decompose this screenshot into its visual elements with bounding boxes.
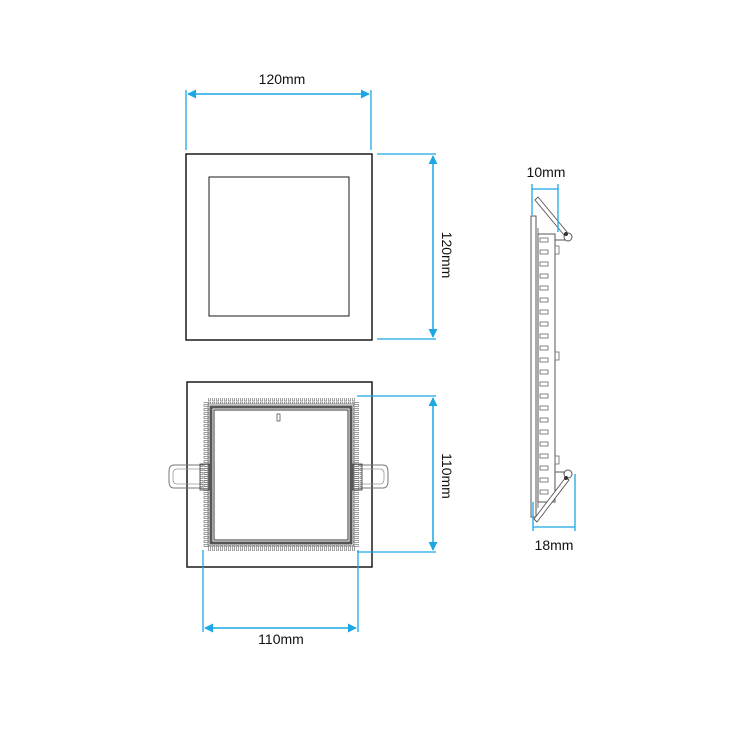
left-spring-clip bbox=[168, 463, 210, 491]
side-top-label: 10mm bbox=[527, 164, 566, 180]
heatsink-teeth-top bbox=[207, 398, 355, 404]
back-outer-frame bbox=[186, 381, 373, 568]
side-bottom-dimension: 18mm bbox=[532, 474, 576, 553]
side-front-plate bbox=[530, 215, 537, 518]
back-height-label: 110mm bbox=[439, 453, 455, 499]
front-width-dimension: 120mm bbox=[185, 71, 372, 150]
back-height-dimension: 110mm bbox=[357, 395, 455, 553]
front-height-dimension: 120mm bbox=[377, 153, 455, 340]
back-view bbox=[168, 381, 389, 568]
back-width-dimension: 110mm bbox=[202, 550, 359, 647]
side-view bbox=[530, 196, 573, 523]
front-height-label: 120mm bbox=[439, 232, 455, 279]
heatsink-teeth-bottom bbox=[207, 545, 355, 551]
side-top-spring-clip bbox=[534, 196, 573, 242]
front-width-label: 120mm bbox=[259, 71, 306, 87]
side-top-dimension: 10mm bbox=[527, 164, 566, 232]
side-bottom-label: 18mm bbox=[535, 537, 574, 553]
front-view bbox=[185, 153, 373, 341]
front-outer-frame bbox=[185, 153, 373, 341]
back-panel bbox=[209, 405, 353, 545]
side-heatsink-fins bbox=[539, 237, 549, 495]
back-panel-marker bbox=[276, 413, 281, 422]
front-inner-panel bbox=[208, 176, 350, 317]
right-spring-clip bbox=[352, 463, 389, 491]
back-width-label: 110mm bbox=[258, 631, 304, 647]
side-bottom-spring-clip bbox=[533, 469, 573, 523]
